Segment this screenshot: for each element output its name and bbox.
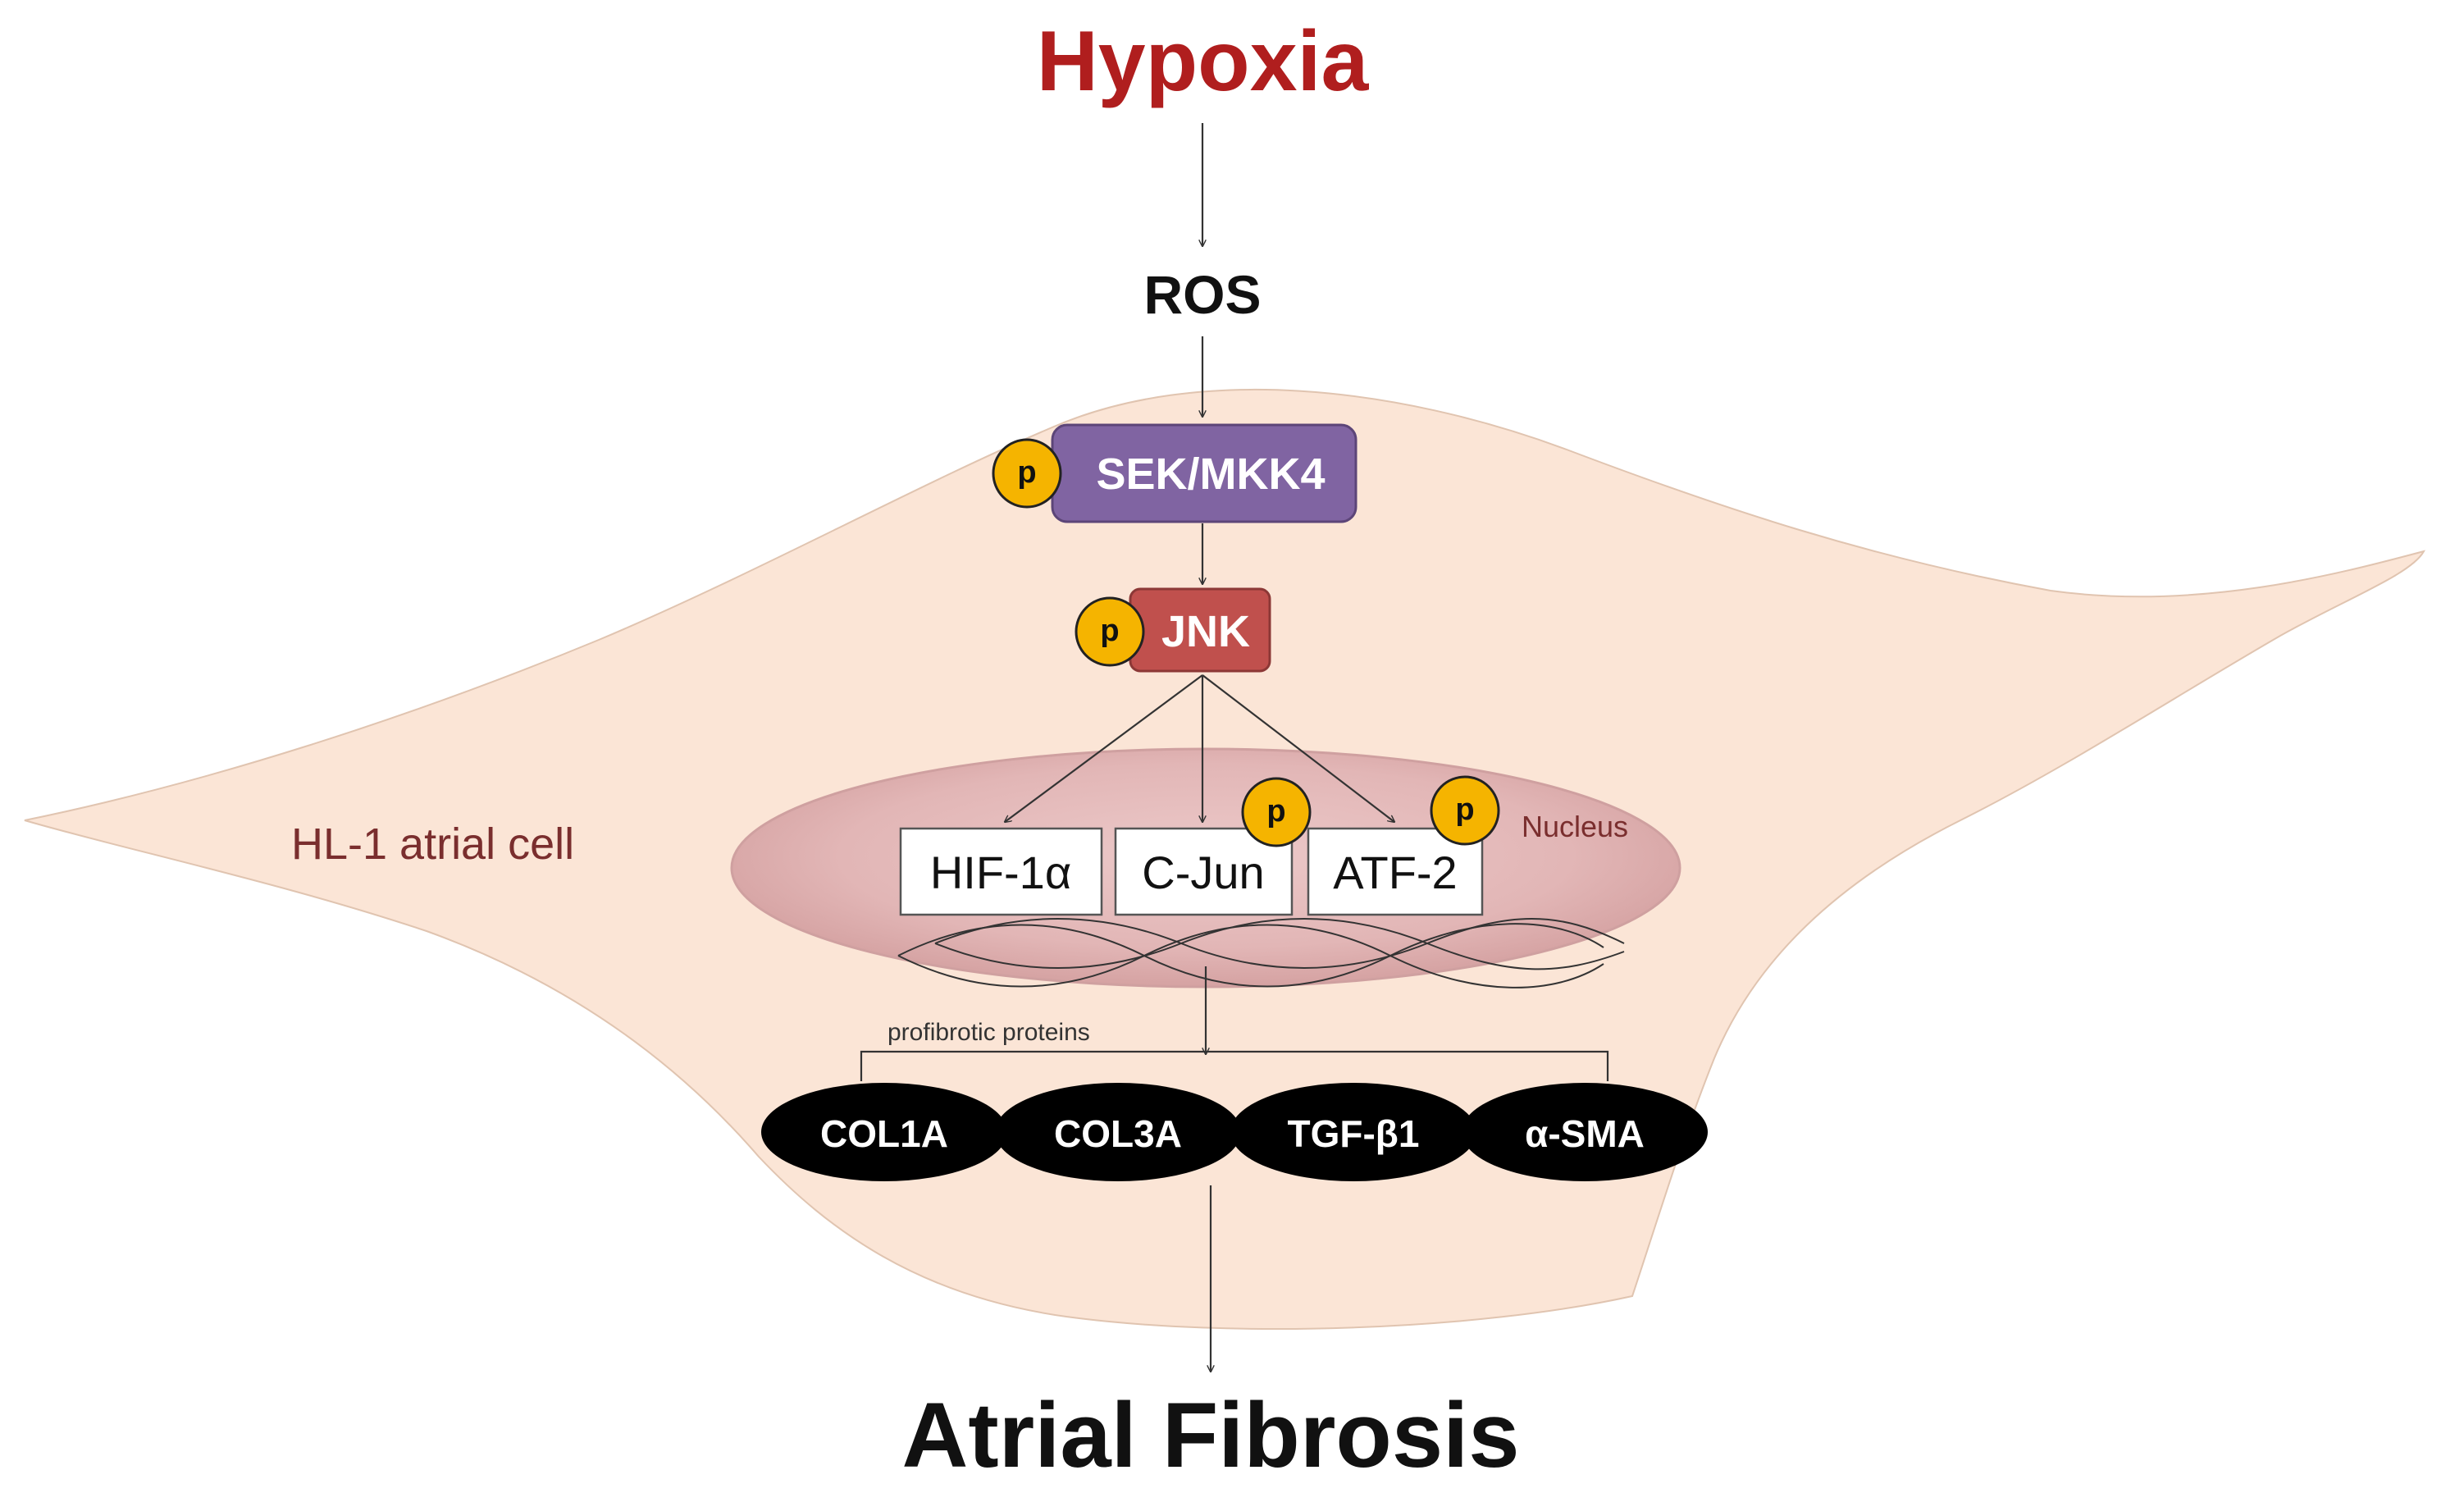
dna-strands [897, 918, 1625, 988]
cell-label: HL-1 atrial cell [291, 820, 574, 869]
col1a-label: COL1A [820, 1112, 948, 1155]
arrow-jnk-atf2 [1202, 674, 1394, 822]
cjun-label: C-Jun [1142, 847, 1264, 898]
profibrotic-bracket [860, 1050, 1609, 1081]
phospho-sek-icon [992, 438, 1062, 509]
asma-label: α-SMA [1525, 1112, 1645, 1155]
phospho-sek-label: p [1017, 455, 1036, 490]
protein-tgfb1: TGF-β1 [1230, 1083, 1476, 1181]
arrow-jnk-hif [1005, 674, 1203, 822]
phospho-cjun-icon [1241, 777, 1312, 847]
protein-col3a: COL3A [995, 1083, 1241, 1181]
ros-label: ROS [1143, 264, 1261, 325]
arrows [1005, 123, 1394, 1372]
phospho-cjun-label: p [1266, 794, 1285, 829]
profibrotic-label: profibrotic proteins [887, 1019, 1090, 1046]
jnk-label: JNK [1161, 607, 1250, 656]
tgfb1-label: TGF-β1 [1288, 1112, 1420, 1155]
atf2-label: ATF-2 [1333, 847, 1457, 898]
transcription-factor-cjun: C-Jun [1114, 827, 1294, 916]
sek-mkk4-label: SEK/MKK4 [1096, 450, 1325, 499]
transcription-factor-hif: HIF-1α [899, 827, 1103, 916]
phospho-atf2-label: p [1455, 792, 1474, 827]
nucleus-label: Nucleus [1522, 810, 1628, 843]
col3a-label: COL3A [1054, 1112, 1182, 1155]
phospho-jnk-icon [1075, 596, 1145, 667]
protein-col1a: COL1A [761, 1083, 1007, 1181]
phospho-jnk-label: p [1100, 614, 1119, 648]
protein-asma: α-SMA [1462, 1083, 1708, 1181]
hif-label: HIF-1α [930, 847, 1071, 898]
phospho-atf2-icon [1430, 775, 1500, 846]
outcome-label: Atrial Fibrosis [901, 1384, 1519, 1486]
hypoxia-label: Hypoxia [1037, 14, 1370, 109]
